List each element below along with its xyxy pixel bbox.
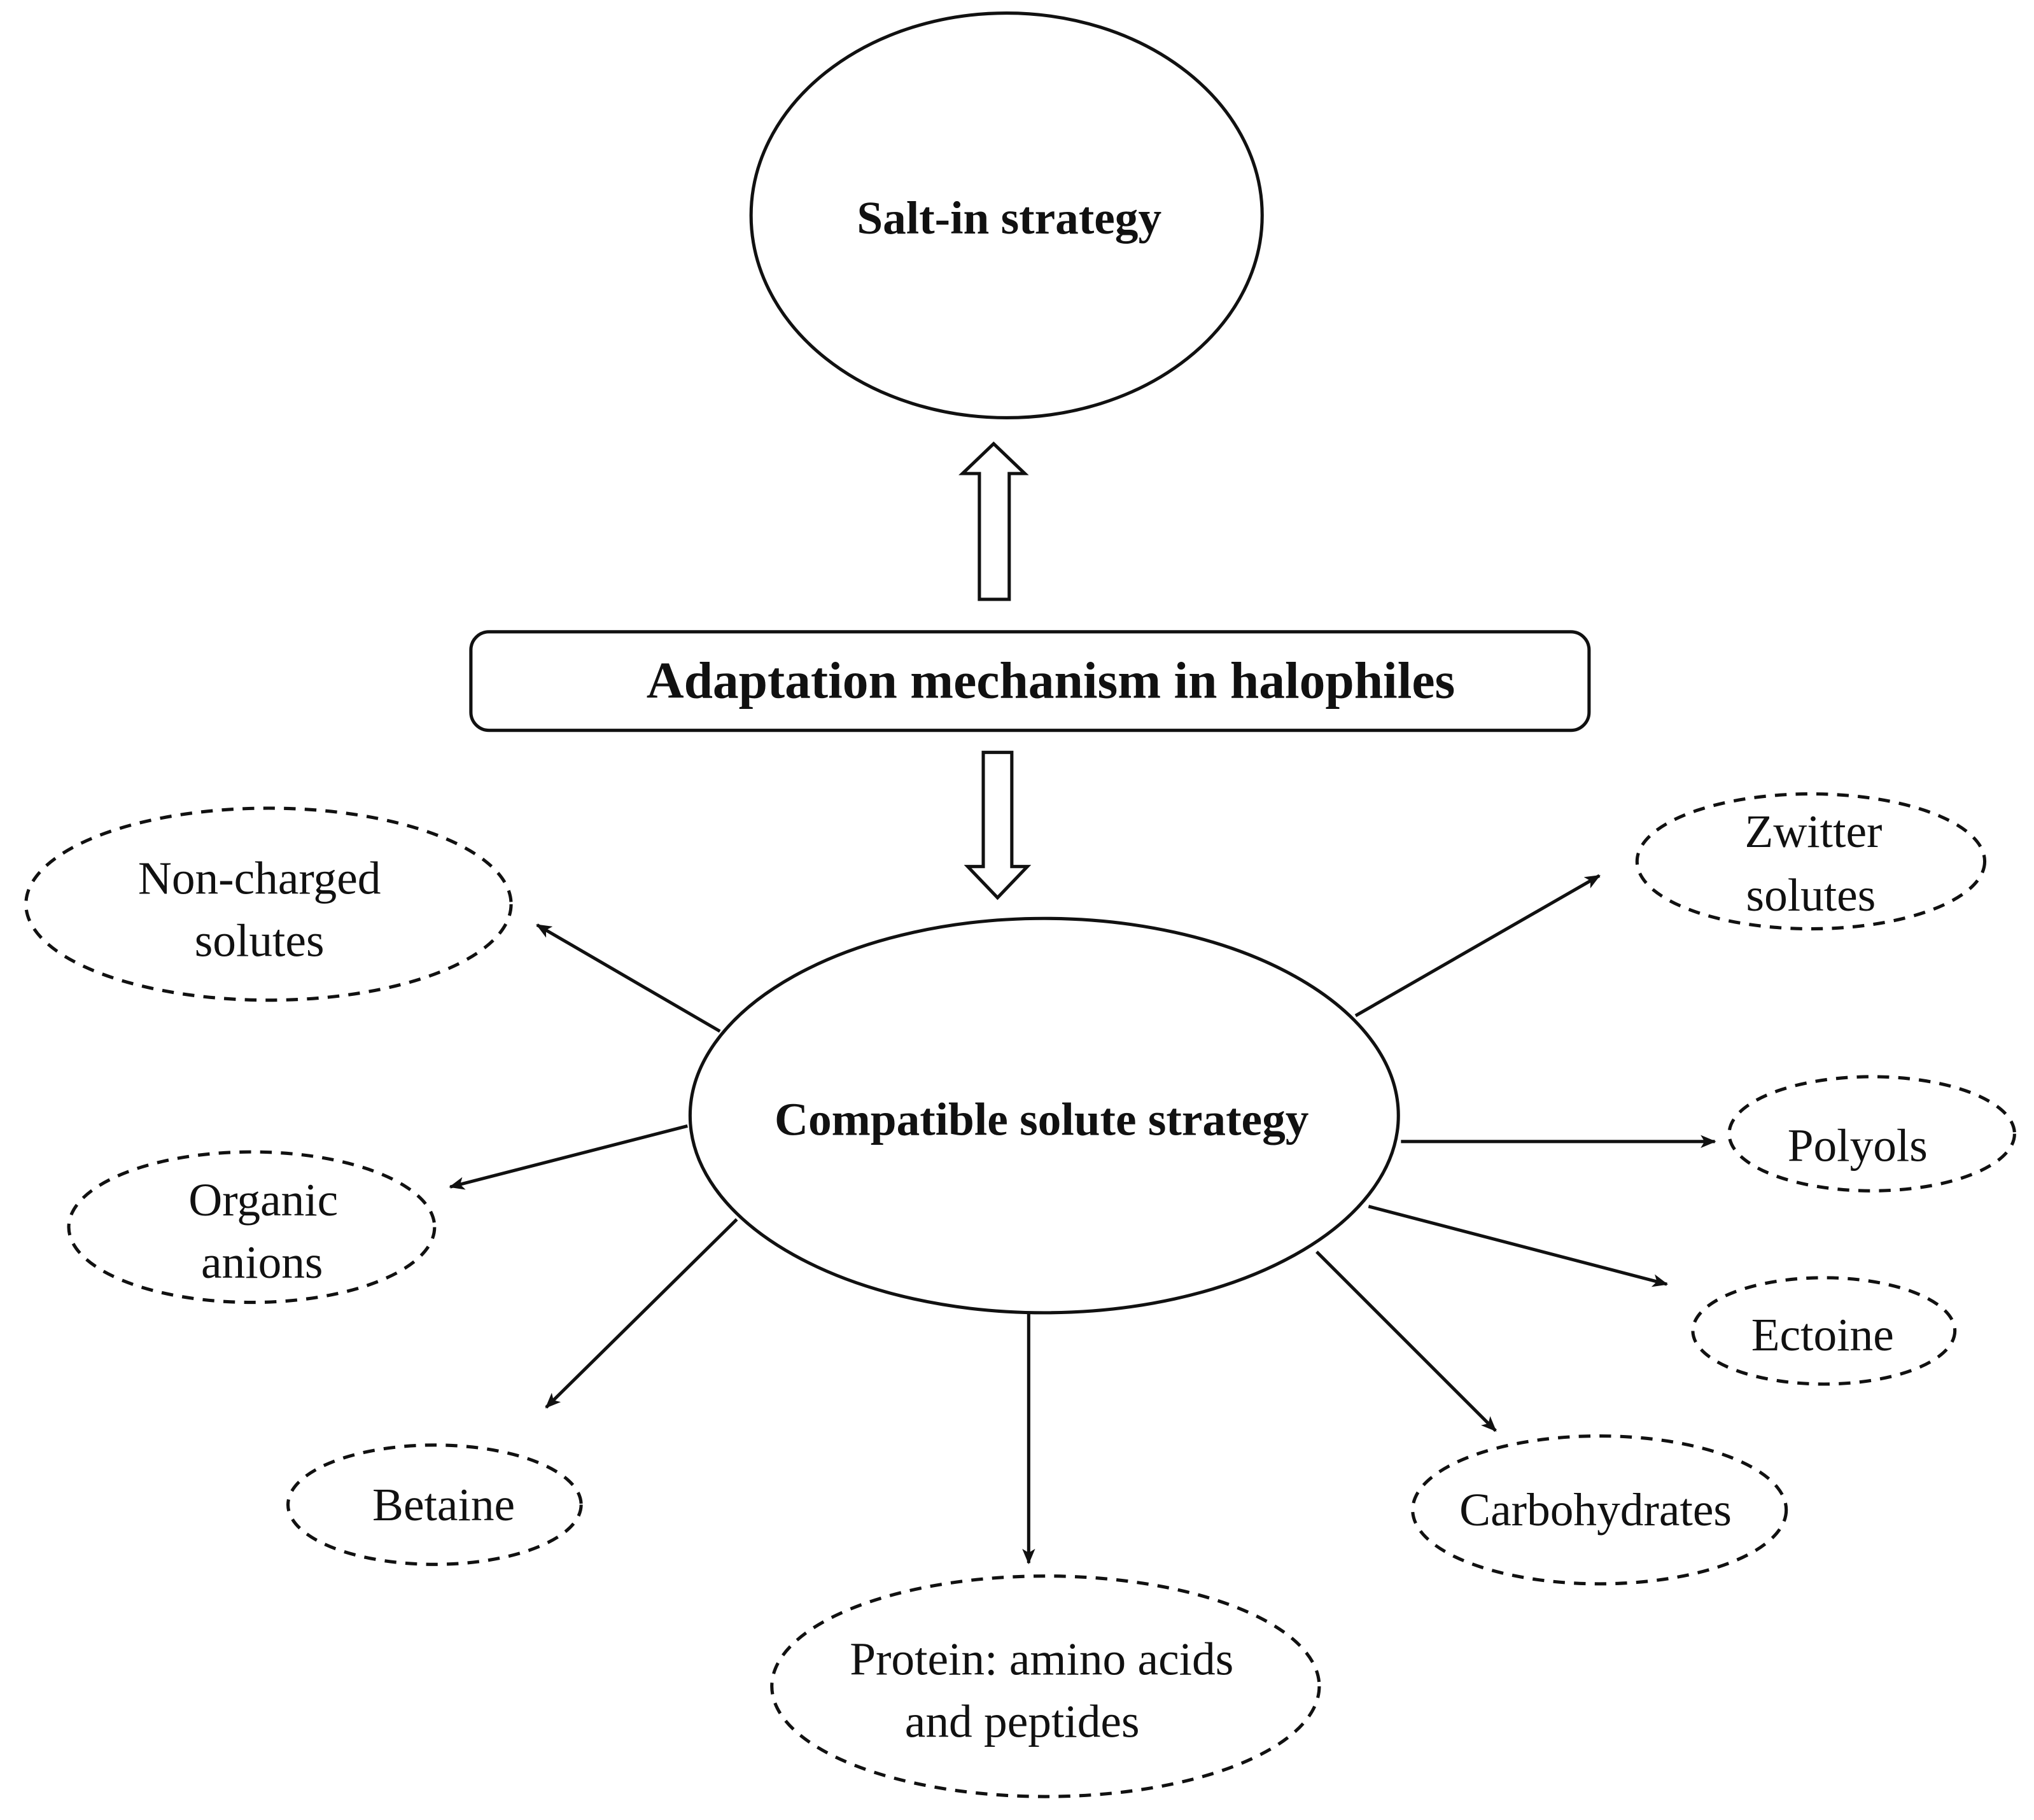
solute-node-polyols: Polyols (1727, 1075, 2016, 1193)
hollow-arrow-down-to-compatible (964, 750, 1032, 900)
protein-line-2: and peptides (905, 1695, 1140, 1747)
solute-node-non-charged: Non-charged solutes (24, 806, 513, 1002)
arrow-to-organic-anions (449, 1124, 688, 1190)
adaptation-mechanism-box (469, 630, 1591, 732)
solute-node-ectoine: Ectoine (1691, 1276, 1957, 1386)
carbohydrates-label: Carbohydrates (1459, 1484, 1732, 1536)
non-charged-line-2: solutes (195, 914, 325, 966)
organic-anions-line-1: Organic (188, 1174, 338, 1226)
solute-node-zwitter: Zwitter solutes (1635, 792, 1987, 931)
compatible-solute-strategy-label: Compatible solute strategy (775, 1094, 1308, 1145)
non-charged-line-1: Non-charged (138, 853, 381, 904)
organic-anions-line-2: anions (201, 1236, 323, 1288)
betaine-label: Betaine (372, 1479, 515, 1530)
polyols-label: Polyols (1788, 1119, 1928, 1171)
salt-in-strategy-node (749, 11, 1264, 420)
solute-node-organic-anions: Organic anions (67, 1150, 437, 1305)
solute-node-protein: Protein: amino acids and peptides (770, 1574, 1321, 1798)
arrow-to-non-charged-solutes (536, 923, 721, 1033)
adaptation-mechanism-title: Adaptation mechanism in halophiles (647, 652, 1455, 710)
arrow-to-betaine (545, 1218, 738, 1409)
solute-node-carbohydrates: Carbohydrates (1411, 1434, 1788, 1586)
zwitter-line-1: Zwitter (1745, 806, 1883, 857)
ectoine-label: Ectoine (1751, 1309, 1894, 1361)
hollow-arrow-up-to-salt-in (958, 441, 1029, 601)
compatible-solute-strategy-node (688, 916, 1400, 1315)
solute-node-betaine: Betaine (286, 1443, 583, 1566)
arrow-to-carbohydrates (1315, 1250, 1497, 1432)
protein-line-1: Protein: amino acids (850, 1634, 1233, 1685)
arrow-to-zwitter-solutes (1354, 874, 1601, 1018)
salt-in-strategy-label: Salt-in strategy (857, 192, 1161, 244)
arrow-to-ectoine (1368, 1205, 1669, 1287)
zwitter-line-2: solutes (1746, 869, 1876, 921)
